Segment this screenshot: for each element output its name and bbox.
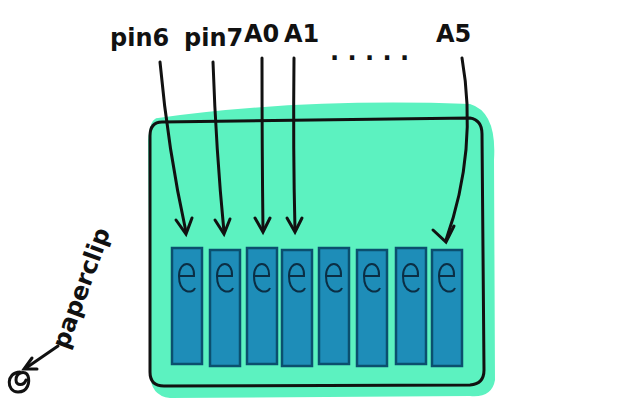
pin-label: pin7: [184, 26, 243, 50]
header-strip: [172, 248, 202, 364]
leader-arrows: [9, 58, 467, 392]
pin-label: A0: [244, 22, 279, 46]
paperclip-symbol: [9, 372, 28, 392]
paperclip-in-strip: [217, 264, 233, 292]
header-strip: [319, 248, 349, 364]
header-strips: [172, 248, 462, 366]
pin-label: A1: [284, 22, 319, 46]
paperclip-in-strip: [403, 264, 419, 292]
header-strip: [432, 250, 462, 366]
pin-label: . . . . .: [330, 40, 409, 64]
paperclip-in-strip: [289, 264, 305, 292]
pin-label: pin6: [110, 26, 169, 50]
board-outline: [150, 118, 484, 386]
header-strip: [210, 250, 240, 366]
part-label: paperclip: [48, 224, 114, 351]
paperclip-in-strip: [179, 264, 195, 292]
paperclip-in-strip: [364, 264, 380, 292]
pin-label: A5: [436, 22, 471, 46]
paperclip-in-strip: [326, 264, 342, 292]
green-board-fill: [148, 103, 495, 398]
header-strip: [282, 250, 312, 366]
header-strip: [357, 250, 387, 366]
paperclip-in-strip: [254, 264, 270, 292]
paperclip-in-strip: [439, 264, 455, 292]
header-strip: [396, 248, 426, 364]
header-strip: [247, 248, 277, 364]
